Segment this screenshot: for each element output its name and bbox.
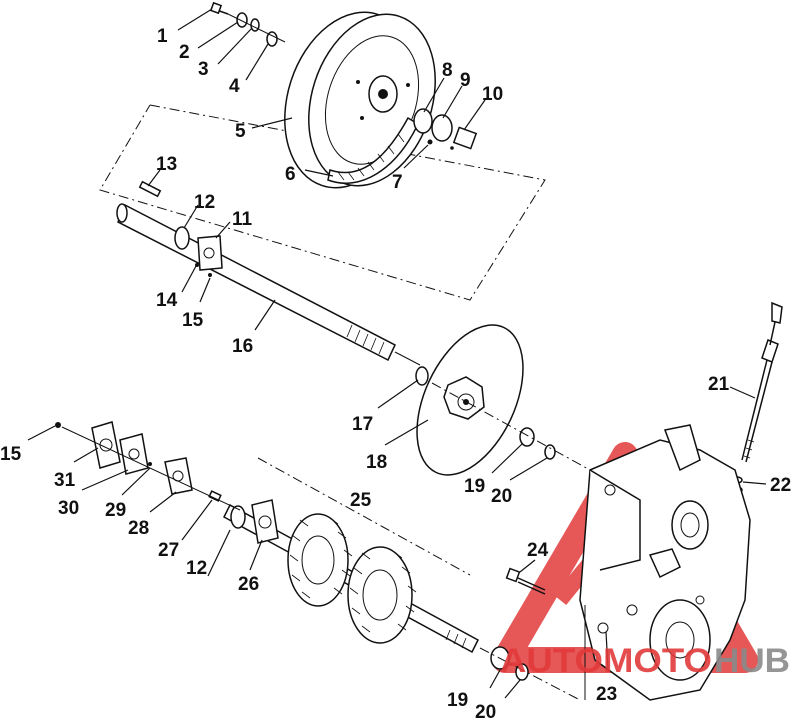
key-27	[208, 490, 222, 502]
nut-15-upper	[208, 273, 212, 277]
callout-7: 7	[392, 172, 403, 193]
callout-9: 9	[460, 70, 471, 91]
assembly-outline-upper	[99, 104, 546, 301]
callout-16: 16	[232, 336, 253, 357]
callout-22: 22	[770, 475, 791, 496]
bearing-12-lower	[230, 505, 246, 529]
callout-labels: 1 2 3 4 5 6 7 8 9 10 11 12 13 14 15 16 1…	[0, 26, 791, 720]
callout-14: 14	[156, 290, 178, 311]
axis-line-lower	[61, 426, 241, 511]
washer-2	[236, 12, 248, 28]
callout-10: 10	[482, 84, 503, 105]
callout-2: 2	[179, 42, 190, 63]
assembly-bracket-25	[257, 457, 471, 576]
nut-10	[452, 126, 478, 150]
bolt-24	[505, 567, 546, 595]
watermark-text: AUTOMOTO HUB	[500, 642, 790, 680]
callout-12-upper: 12	[194, 192, 215, 213]
callout-15-upper: 15	[182, 310, 204, 331]
callout-25: 25	[350, 490, 372, 511]
callout-15-lower: 15	[0, 444, 22, 465]
callout-3: 3	[198, 59, 209, 80]
gasket-30	[119, 433, 149, 475]
flange-31	[91, 421, 121, 469]
track-drive-sprocket-left	[287, 513, 353, 607]
bearing-housing-26	[251, 499, 279, 544]
callout-19-lower: 19	[447, 690, 468, 711]
dipstick-21	[741, 301, 783, 463]
callout-29: 29	[105, 500, 126, 521]
callout-12-lower: 12	[186, 558, 207, 579]
washer-17	[415, 366, 429, 386]
callout-30: 30	[58, 498, 79, 519]
callout-11: 11	[232, 209, 253, 230]
pin-29	[148, 462, 152, 466]
callout-20-upper: 20	[491, 486, 512, 507]
callout-8: 8	[442, 60, 453, 81]
spacer-4	[266, 31, 278, 47]
callout-24: 24	[527, 540, 549, 561]
callout-17: 17	[352, 414, 373, 435]
washer-3	[250, 18, 260, 32]
callout-27: 27	[158, 540, 179, 561]
seal-9	[431, 114, 453, 142]
nut-15-lower	[55, 422, 61, 428]
callout-5: 5	[235, 121, 246, 142]
chaincase-housing-23	[579, 424, 751, 701]
key-13	[138, 180, 162, 198]
watermark-text-hub: HUB	[714, 642, 790, 680]
bearing-8	[413, 108, 433, 134]
flange-11	[197, 235, 223, 271]
callout-1: 1	[157, 26, 168, 47]
callout-6: 6	[285, 164, 296, 185]
callout-13: 13	[156, 154, 177, 175]
callout-19-upper: 19	[464, 476, 485, 497]
track-shaft-assembly-25	[223, 503, 479, 654]
leader-lines	[27, 8, 767, 699]
pin-7	[427, 139, 433, 145]
brake-disc-18	[416, 324, 524, 476]
callout-4: 4	[229, 76, 240, 97]
callout-31: 31	[54, 470, 76, 491]
callout-21: 21	[708, 374, 730, 395]
dot-10	[450, 146, 454, 150]
bolt-1	[209, 1, 229, 15]
seal-20-upper	[544, 444, 556, 460]
bearing-19-upper	[519, 427, 535, 447]
drive-shaft-16	[116, 203, 421, 366]
callout-20-lower: 20	[475, 702, 496, 720]
callout-23: 23	[596, 684, 617, 705]
bearing-12-upper	[174, 226, 190, 250]
watermark-text-automoto: AUTOMOTO	[500, 642, 712, 680]
callout-18: 18	[366, 452, 387, 473]
track-drive-sprocket-right	[347, 546, 417, 644]
callout-26: 26	[238, 574, 259, 595]
axis-line-top	[227, 13, 286, 43]
callout-28: 28	[128, 518, 149, 539]
flange-28	[164, 457, 193, 495]
